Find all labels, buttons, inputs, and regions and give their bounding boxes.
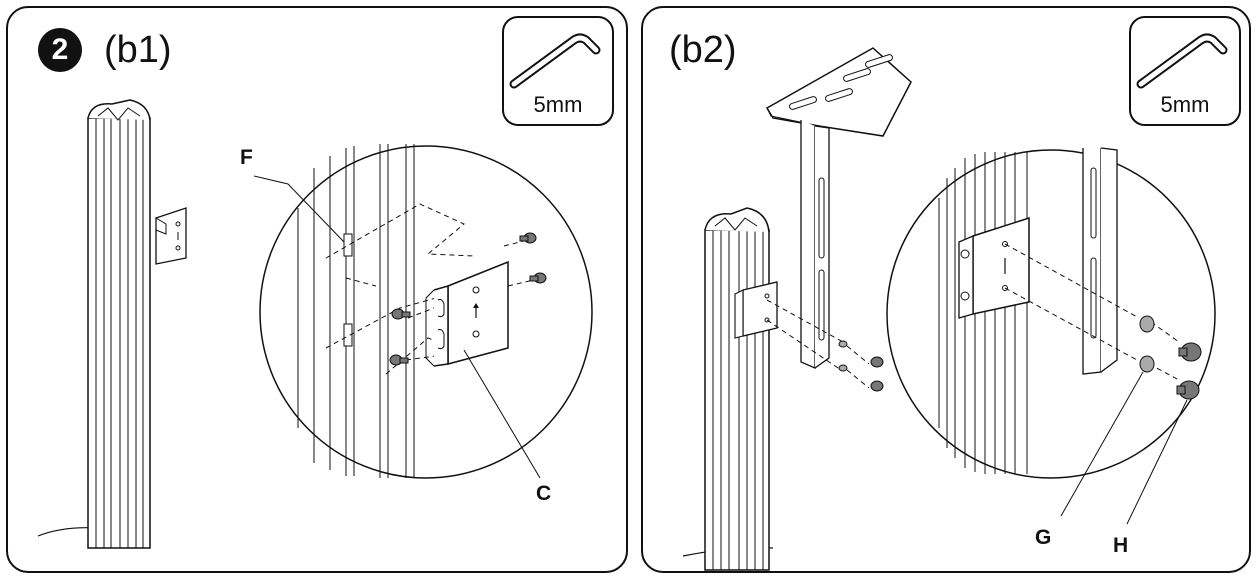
hex-key-icon <box>509 33 601 89</box>
column <box>704 207 770 571</box>
bracket-assembly-illustration <box>37 99 593 549</box>
leader-g <box>1060 371 1144 517</box>
detail-circle <box>886 149 1216 479</box>
tool-box: 5mm <box>502 16 614 126</box>
shelf-mount <box>765 47 912 369</box>
screws <box>389 232 547 366</box>
callout-f: F <box>240 146 253 169</box>
screws <box>870 356 884 392</box>
tool-size-label: 5mm <box>1160 92 1210 117</box>
alignment-guides <box>766 299 870 389</box>
leader-f <box>253 175 345 243</box>
washers <box>838 340 848 372</box>
detail-washers <box>1139 315 1155 373</box>
leader-c <box>463 349 541 479</box>
column <box>87 99 151 549</box>
step-panel-b2: (b2) 5mm <box>641 6 1251 573</box>
detail-guides <box>1004 243 1180 381</box>
callout-c: C <box>536 482 552 505</box>
detail-column <box>297 144 415 478</box>
detail-bracket <box>958 216 1030 319</box>
callout-g: G <box>1035 526 1052 549</box>
shelf-mount-illustration <box>682 47 1216 571</box>
callout-h: H <box>1113 534 1129 557</box>
step-panel-b1: 2 (b1) 5mm <box>6 6 628 573</box>
step-number-badge: 2 <box>38 28 82 72</box>
detail-mount <box>1082 147 1118 375</box>
leader-h <box>1126 399 1188 525</box>
hex-key-icon <box>1136 33 1228 89</box>
detail-screws <box>1176 342 1202 400</box>
bracket-c <box>425 260 509 367</box>
tool-box: 5mm <box>1129 16 1241 126</box>
step-title-b1: (b1) <box>104 29 172 71</box>
small-bracket <box>155 207 187 265</box>
tool-size-label: 5mm <box>533 92 583 117</box>
step-title-b2: (b2) <box>669 29 737 71</box>
column-bracket <box>734 281 778 339</box>
